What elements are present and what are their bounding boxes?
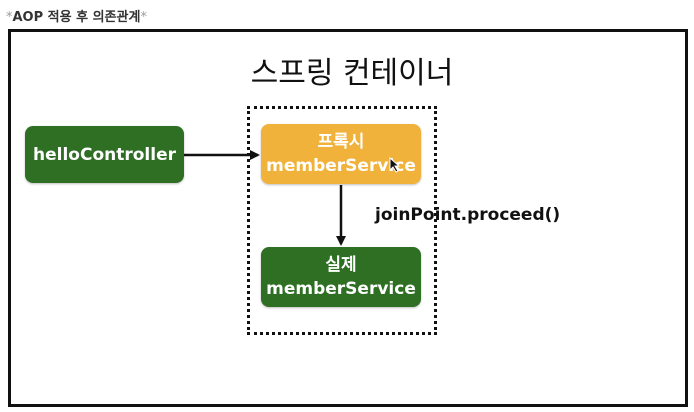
proxy-member-service-node: 프록시 memberService: [261, 124, 421, 184]
diagram-frame: [8, 29, 688, 407]
caption-text: AOP 적용 후 의존관계: [12, 10, 141, 25]
proceed-edge-label: joinPoint.proceed(): [375, 205, 561, 225]
real-label-line1: 실제: [325, 255, 357, 275]
real-member-service-node: 실제 memberService: [261, 247, 421, 307]
proxy-boundary: [247, 106, 437, 335]
caption-prefix: *: [6, 10, 13, 25]
real-label-line2: memberService: [266, 279, 416, 299]
proxy-label-line2: memberService: [266, 156, 416, 176]
hello-controller-label: helloController: [33, 144, 176, 165]
mouse-cursor-icon: [389, 157, 401, 173]
caption-suffix: *: [140, 10, 147, 25]
proxy-label-line1: 프록시: [317, 132, 365, 152]
spring-container-title: 스프링 컨테이너: [250, 56, 454, 91]
slide-caption: *AOP 적용 후 의존관계*: [6, 6, 147, 25]
hello-controller-node: helloController: [25, 126, 184, 183]
